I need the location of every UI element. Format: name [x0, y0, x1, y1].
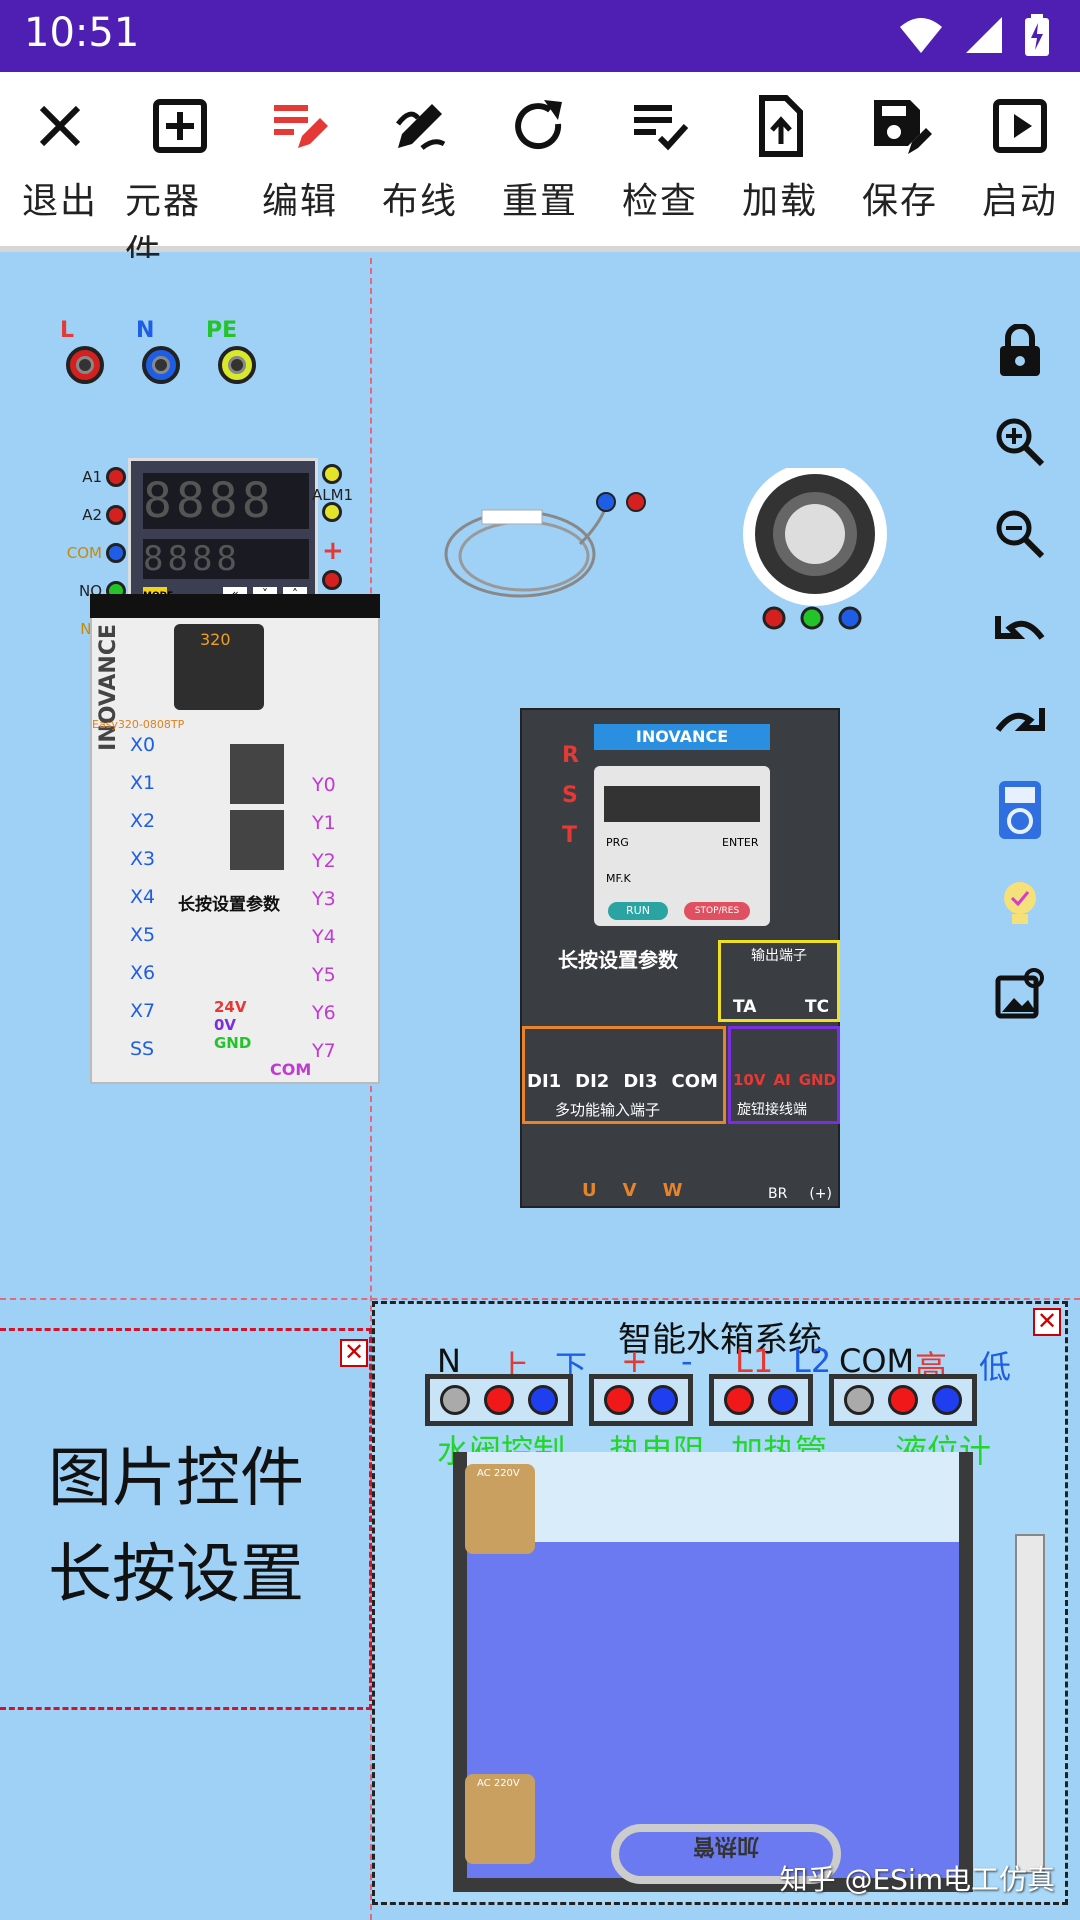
tank-terminal-low[interactable] [932, 1385, 962, 1415]
close-icon [39, 105, 81, 147]
wiring-button[interactable]: 布线 [365, 94, 475, 224]
vfd-component[interactable]: INOVANCE R S T PRG ENTER MF.K RUN STOP/R… [520, 708, 840, 1208]
start-button[interactable]: 启动 [965, 94, 1075, 224]
tank-terminal-plus[interactable] [604, 1385, 634, 1415]
load-button[interactable]: 加载 [725, 94, 835, 224]
play-icon [993, 99, 1047, 153]
zoom-in-icon [996, 418, 1045, 467]
components-button[interactable]: 元器件 [125, 94, 235, 276]
tank-terminal-down[interactable] [528, 1385, 558, 1415]
rtd-terminal-group [589, 1374, 693, 1426]
tank-terminal-l1[interactable] [724, 1385, 754, 1415]
guide-line-vertical [370, 258, 372, 1920]
upload-file-icon [759, 95, 803, 157]
undo-button[interactable] [988, 594, 1052, 658]
power-pe-label: PE [206, 318, 238, 343]
power-l-terminal[interactable] [66, 346, 104, 384]
undo-icon [995, 616, 1045, 640]
zoom-in-button[interactable] [988, 410, 1052, 474]
pin-com[interactable] [106, 543, 126, 563]
vfd-hint: 长按设置参数 [558, 948, 678, 972]
pin-a1[interactable] [106, 467, 126, 487]
redo-button[interactable] [988, 686, 1052, 750]
zoom-out-button[interactable] [988, 502, 1052, 566]
image-button[interactable] [988, 962, 1052, 1026]
valve-terminal-group [425, 1374, 573, 1426]
toolbar: 退出 元器件 编辑 布线 重置 检查 加载 保存 启动 [0, 72, 1080, 274]
pin-a2[interactable] [106, 505, 126, 525]
tank-terminal-minus[interactable] [648, 1385, 678, 1415]
plc-hint: 长按设置参数 [178, 895, 280, 915]
add-box-icon [153, 99, 207, 153]
power-pe-terminal[interactable] [218, 346, 256, 384]
edit-list-icon [274, 105, 328, 148]
power-l-label: L [60, 318, 75, 343]
image-control-close-button[interactable]: ✕ [340, 1339, 368, 1367]
refresh-icon [515, 100, 562, 150]
light-bulb-icon [1004, 882, 1036, 924]
potentiometer-component[interactable] [740, 462, 890, 638]
outlet-valve: AC 220V [465, 1774, 535, 1864]
add-photo-icon [995, 968, 1044, 1019]
battery-charging-icon [1025, 14, 1049, 56]
checklist-icon [634, 105, 689, 151]
tank-close-button[interactable]: ✕ [1033, 1308, 1061, 1336]
pin-alm1-a[interactable] [322, 464, 342, 484]
workspace-canvas[interactable]: L N PE 8888 8888 MODE « ˅ ˄ A1 A2 COM NO… [0, 258, 1080, 1920]
tank-vessel [453, 1452, 973, 1892]
level-terminal-group [829, 1374, 977, 1426]
power-n-label: N [136, 318, 155, 343]
multimeter-button[interactable] [988, 778, 1052, 842]
plc-component[interactable]: INOVANCE 320 Easy320-0808TP 长按设置参数 X0 X1… [90, 594, 380, 1084]
multimeter-icon [999, 781, 1041, 839]
signal-icon [966, 17, 1002, 53]
side-toolbar [988, 318, 1052, 1026]
tank-terminal-n[interactable] [440, 1385, 470, 1415]
power-supply-component[interactable]: L N PE [60, 318, 270, 388]
level-gauge [1015, 1534, 1045, 1874]
status-bar: 10:51 [0, 0, 1080, 72]
heater-tube: 加热管 [611, 1824, 841, 1884]
thermocouple-component[interactable] [440, 484, 650, 604]
power-n-terminal[interactable] [142, 346, 180, 384]
save-button[interactable]: 保存 [845, 94, 955, 224]
inlet-valve: AC 220V [465, 1464, 535, 1554]
tank-terminal-up[interactable] [484, 1385, 514, 1415]
tank-water [467, 1542, 959, 1878]
light-bulb-button[interactable] [988, 870, 1052, 934]
water-tank-component[interactable]: ✕ 智能水箱系统 N 上 下 + - L1 L2 COM 高 低 [372, 1301, 1068, 1905]
knob-icon [743, 462, 887, 630]
save-icon [874, 100, 932, 154]
status-time: 10:51 [24, 10, 140, 56]
wifi-icon [900, 18, 942, 53]
edit-button[interactable]: 编辑 [245, 94, 355, 224]
tank-terminal-high[interactable] [888, 1385, 918, 1415]
guide-line-horizontal [0, 1298, 1080, 1300]
watermark: 知乎 @ESim电工仿真 [779, 1863, 1055, 1896]
pin-plus[interactable] [322, 570, 342, 590]
exit-button[interactable]: 退出 [5, 94, 115, 224]
lock-icon [1000, 324, 1040, 376]
draw-icon [396, 104, 446, 150]
heater-terminal-group [709, 1374, 813, 1426]
redo-icon [995, 708, 1045, 732]
tank-terminal-com[interactable] [844, 1385, 874, 1415]
zoom-out-icon [996, 510, 1045, 559]
pin-alm1-b[interactable] [322, 502, 342, 522]
lock-button[interactable] [988, 318, 1052, 382]
tank-terminal-l2[interactable] [768, 1385, 798, 1415]
image-control-placeholder[interactable]: 图片控件 长按设置 ✕ [0, 1328, 372, 1710]
thermocouple-wire-icon [444, 492, 646, 598]
tank-title: 智能水箱系统 [618, 1320, 822, 1360]
reset-button[interactable]: 重置 [485, 94, 595, 224]
check-button[interactable]: 检查 [605, 94, 715, 224]
